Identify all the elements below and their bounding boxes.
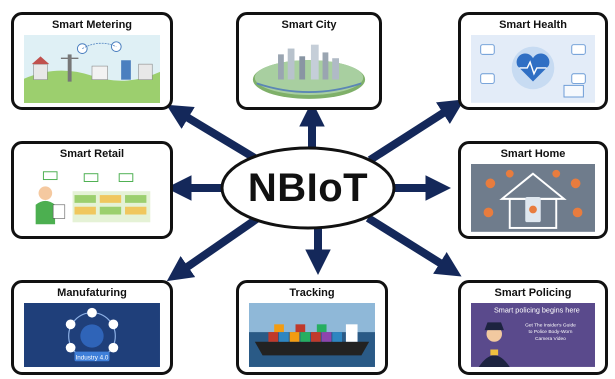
node-title: Tracking bbox=[289, 287, 335, 299]
arrow-to-smart-policing bbox=[365, 214, 462, 277]
node-smart-policing: Smart Policing Smart policing begins her… bbox=[458, 280, 608, 375]
node-title: Manufaturing bbox=[57, 287, 127, 299]
smart-policing-illustration: Smart policing begins here Get The Insid… bbox=[471, 303, 595, 367]
node-smart-retail: Smart Retail bbox=[11, 141, 173, 239]
policing-sub-line-2: to Police Body-Worn bbox=[528, 329, 572, 335]
policing-sub-line-1: Get The Insider's Guide bbox=[525, 322, 576, 328]
smart-city-illustration bbox=[249, 35, 369, 103]
policing-sub-line-3: Camera Video bbox=[535, 336, 566, 342]
node-smart-home: Smart Home bbox=[458, 141, 608, 239]
node-smart-city: Smart City bbox=[236, 12, 382, 110]
node-manufacturing: Manufaturing Industry 4.0 bbox=[11, 280, 173, 375]
node-title: Smart Home bbox=[500, 148, 566, 160]
smart-retail-illustration bbox=[24, 164, 160, 232]
node-title: Smart City bbox=[281, 19, 337, 31]
smart-health-illustration bbox=[471, 35, 595, 103]
manufacturing-illustration: Industry 4.0 bbox=[24, 303, 160, 368]
node-title: Smart Retail bbox=[59, 148, 125, 160]
node-title: Smart Metering bbox=[51, 19, 133, 31]
node-title: Smart Health bbox=[499, 19, 567, 31]
hub-label: NBIoT bbox=[247, 165, 369, 210]
smart-metering-illustration bbox=[24, 35, 160, 103]
smart-home-illustration bbox=[471, 164, 595, 232]
arrow-to-manufacturing bbox=[166, 214, 261, 282]
node-smart-health: Smart Health bbox=[458, 12, 608, 110]
manufacturing-center-text: Industry 4.0 bbox=[76, 354, 109, 361]
node-title: Smart Policing bbox=[494, 287, 572, 299]
arrow-to-smart-health bbox=[367, 99, 465, 164]
node-tracking: Tracking bbox=[236, 280, 388, 375]
tracking-illustration bbox=[249, 303, 375, 367]
policing-headline: Smart policing begins here bbox=[494, 306, 580, 315]
node-smart-metering: Smart Metering bbox=[11, 12, 173, 110]
arrow-to-smart-metering bbox=[166, 104, 261, 164]
